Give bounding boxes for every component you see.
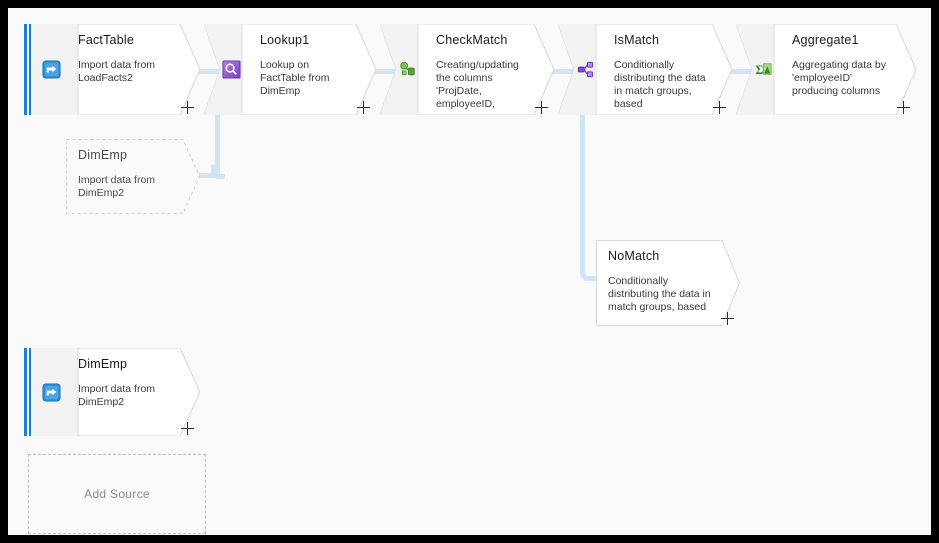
add-source-button[interactable]: Add Source <box>28 454 206 534</box>
node-dimemp-ghost-shape <box>66 139 200 214</box>
add-next-step-button[interactable] <box>181 101 194 114</box>
node-facttable-shape <box>24 24 200 115</box>
connector-ismatch-to-aggregate1 <box>730 69 756 74</box>
node-facttable-text: FactTable Import data from LoadFacts2 <box>68 24 200 115</box>
connector-ismatch-to-nomatch-horizontal <box>584 276 606 281</box>
connector-ismatch-to-nomatch-corner <box>580 267 594 281</box>
add-next-step-button[interactable] <box>181 422 194 435</box>
node-title: DimEmp <box>78 357 128 371</box>
connector-dimemp-to-lookup1-vertical <box>215 109 220 176</box>
node-title: Lookup1 <box>260 33 310 47</box>
node-description: Aggregating data by 'employeeID' produci… <box>792 59 886 97</box>
import-source-icon-glyph <box>41 60 61 79</box>
node-title: Aggregate1 <box>792 33 859 47</box>
conditional-split-icon <box>558 24 604 115</box>
import-source-icon-glyph <box>41 382 61 402</box>
node-ismatch-text: IsMatch Conditionally distributing the d… <box>604 24 732 115</box>
node-description: Creating/updating the columns 'ProjDate,… <box>436 59 519 110</box>
node-title: IsMatch <box>614 33 660 47</box>
node-description: Conditionally distributing the data in m… <box>608 275 711 313</box>
import-source-icon <box>34 24 68 115</box>
derived-column-icon-glyph <box>399 61 415 76</box>
lookup-icon-glyph <box>221 60 241 79</box>
connector-dimemp-to-lookup1-horizontal <box>188 173 220 178</box>
data-flow-canvas[interactable]: FactTable Import data from LoadFacts2 Di… <box>8 8 931 535</box>
aggregate-icon-glyph: Σ <box>755 63 771 77</box>
node-aggregate1[interactable]: Σ Aggregate1 Aggregating data by 'employ… <box>736 24 916 115</box>
node-description: Import data from DimEmp2 <box>78 383 156 408</box>
add-next-step-button[interactable] <box>357 101 370 114</box>
node-dimemp-source[interactable]: DimEmp Import data from DimEmp2 <box>24 348 200 436</box>
node-nomatch-shape <box>596 240 740 326</box>
connector-dimemp-to-lookup1-corner <box>211 165 225 179</box>
lookup-icon <box>204 24 250 115</box>
node-dimemp-ghost[interactable]: DimEmp Import data from DimEmp2 <box>66 139 200 214</box>
node-lookup1-shape <box>204 24 376 115</box>
add-next-step-button[interactable] <box>535 101 548 114</box>
node-checkmatch-text: CheckMatch Creating/updating the columns… <box>426 24 554 115</box>
connector-ismatch-to-nomatch-vertical <box>580 109 585 274</box>
node-aggregate1-text: Aggregate1 Aggregating data by 'employee… <box>782 24 916 115</box>
conditional-split-icon-glyph <box>577 61 593 78</box>
add-source-label: Add Source <box>84 487 150 501</box>
add-next-step-button[interactable] <box>721 312 734 325</box>
node-ismatch-shape <box>558 24 732 115</box>
svg-text:Σ: Σ <box>755 63 763 77</box>
node-dimemp-ghost-text: DimEmp Import data from DimEmp2 <box>66 139 200 214</box>
source-accent-rails <box>24 24 34 115</box>
aggregate-icon: Σ <box>736 24 782 115</box>
node-description: Import data from LoadFacts2 <box>78 59 156 84</box>
derived-column-icon <box>380 24 426 115</box>
import-source-icon <box>34 348 68 436</box>
node-description: Lookup on FactTable from DimEmp <box>260 59 330 97</box>
node-title: CheckMatch <box>436 33 508 47</box>
connector-facttable-to-lookup1 <box>198 69 224 74</box>
node-title: NoMatch <box>608 249 660 263</box>
node-title: FactTable <box>78 33 134 47</box>
node-lookup1-text: Lookup1 Lookup on FactTable from DimEmp <box>250 24 376 115</box>
node-lookup1[interactable]: Lookup1 Lookup on FactTable from DimEmp <box>204 24 376 115</box>
connector-checkmatch-to-ismatch <box>552 69 578 74</box>
node-ismatch[interactable]: IsMatch Conditionally distributing the d… <box>558 24 732 115</box>
node-checkmatch[interactable]: CheckMatch Creating/updating the columns… <box>380 24 554 115</box>
connector-lookup1-to-checkmatch <box>374 69 400 74</box>
node-description: Conditionally distributing the data in m… <box>614 59 706 110</box>
node-nomatch[interactable]: NoMatch Conditionally distributing the d… <box>596 240 740 326</box>
node-description: Import data from DimEmp2 <box>78 174 156 199</box>
node-dimemp-source-shape <box>24 348 200 436</box>
source-accent-rails <box>24 348 34 436</box>
add-next-step-button[interactable] <box>897 101 910 114</box>
add-next-step-button[interactable] <box>713 101 726 114</box>
node-nomatch-text: NoMatch Conditionally distributing the d… <box>596 240 740 326</box>
node-dimemp-source-text: DimEmp Import data from DimEmp2 <box>68 348 200 436</box>
node-title: DimEmp <box>78 148 128 162</box>
node-aggregate1-shape <box>736 24 916 115</box>
node-facttable[interactable]: FactTable Import data from LoadFacts2 <box>24 24 200 115</box>
node-checkmatch-shape <box>380 24 554 115</box>
